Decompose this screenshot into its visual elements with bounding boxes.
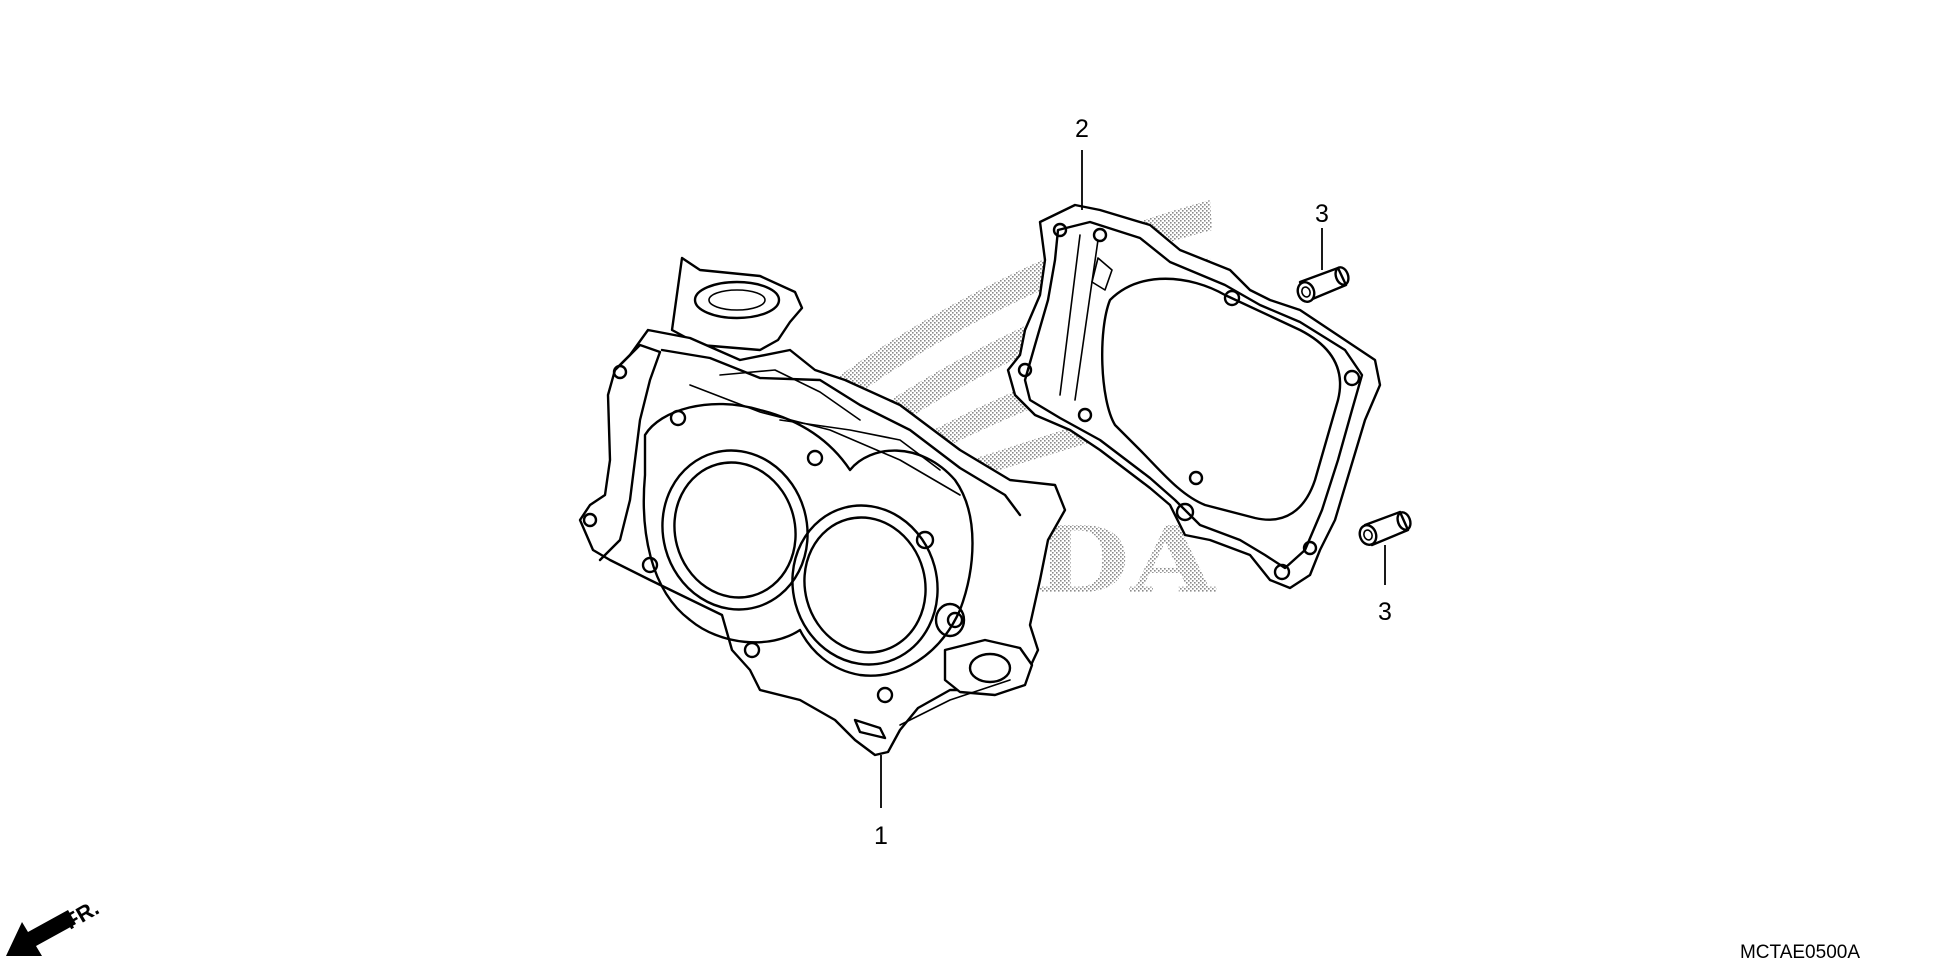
dowel-pin-upper-drawing bbox=[1296, 266, 1350, 303]
diagram-code: MCTAE0500A bbox=[1740, 942, 1860, 963]
head-gasket-part-drawing bbox=[1006, 203, 1382, 590]
callout-part-2[interactable]: 2 bbox=[1075, 115, 1089, 143]
callout-part-3b[interactable]: 3 bbox=[1378, 598, 1392, 626]
dowel-pin-lower-drawing bbox=[1358, 510, 1412, 547]
callout-part-3a[interactable]: 3 bbox=[1315, 200, 1329, 228]
front-direction-indicator: FR. bbox=[6, 895, 103, 956]
callout-part-1[interactable]: 1 bbox=[874, 822, 888, 850]
front-arrow-icon bbox=[6, 910, 76, 956]
cylinder-part-drawing bbox=[578, 256, 1067, 757]
